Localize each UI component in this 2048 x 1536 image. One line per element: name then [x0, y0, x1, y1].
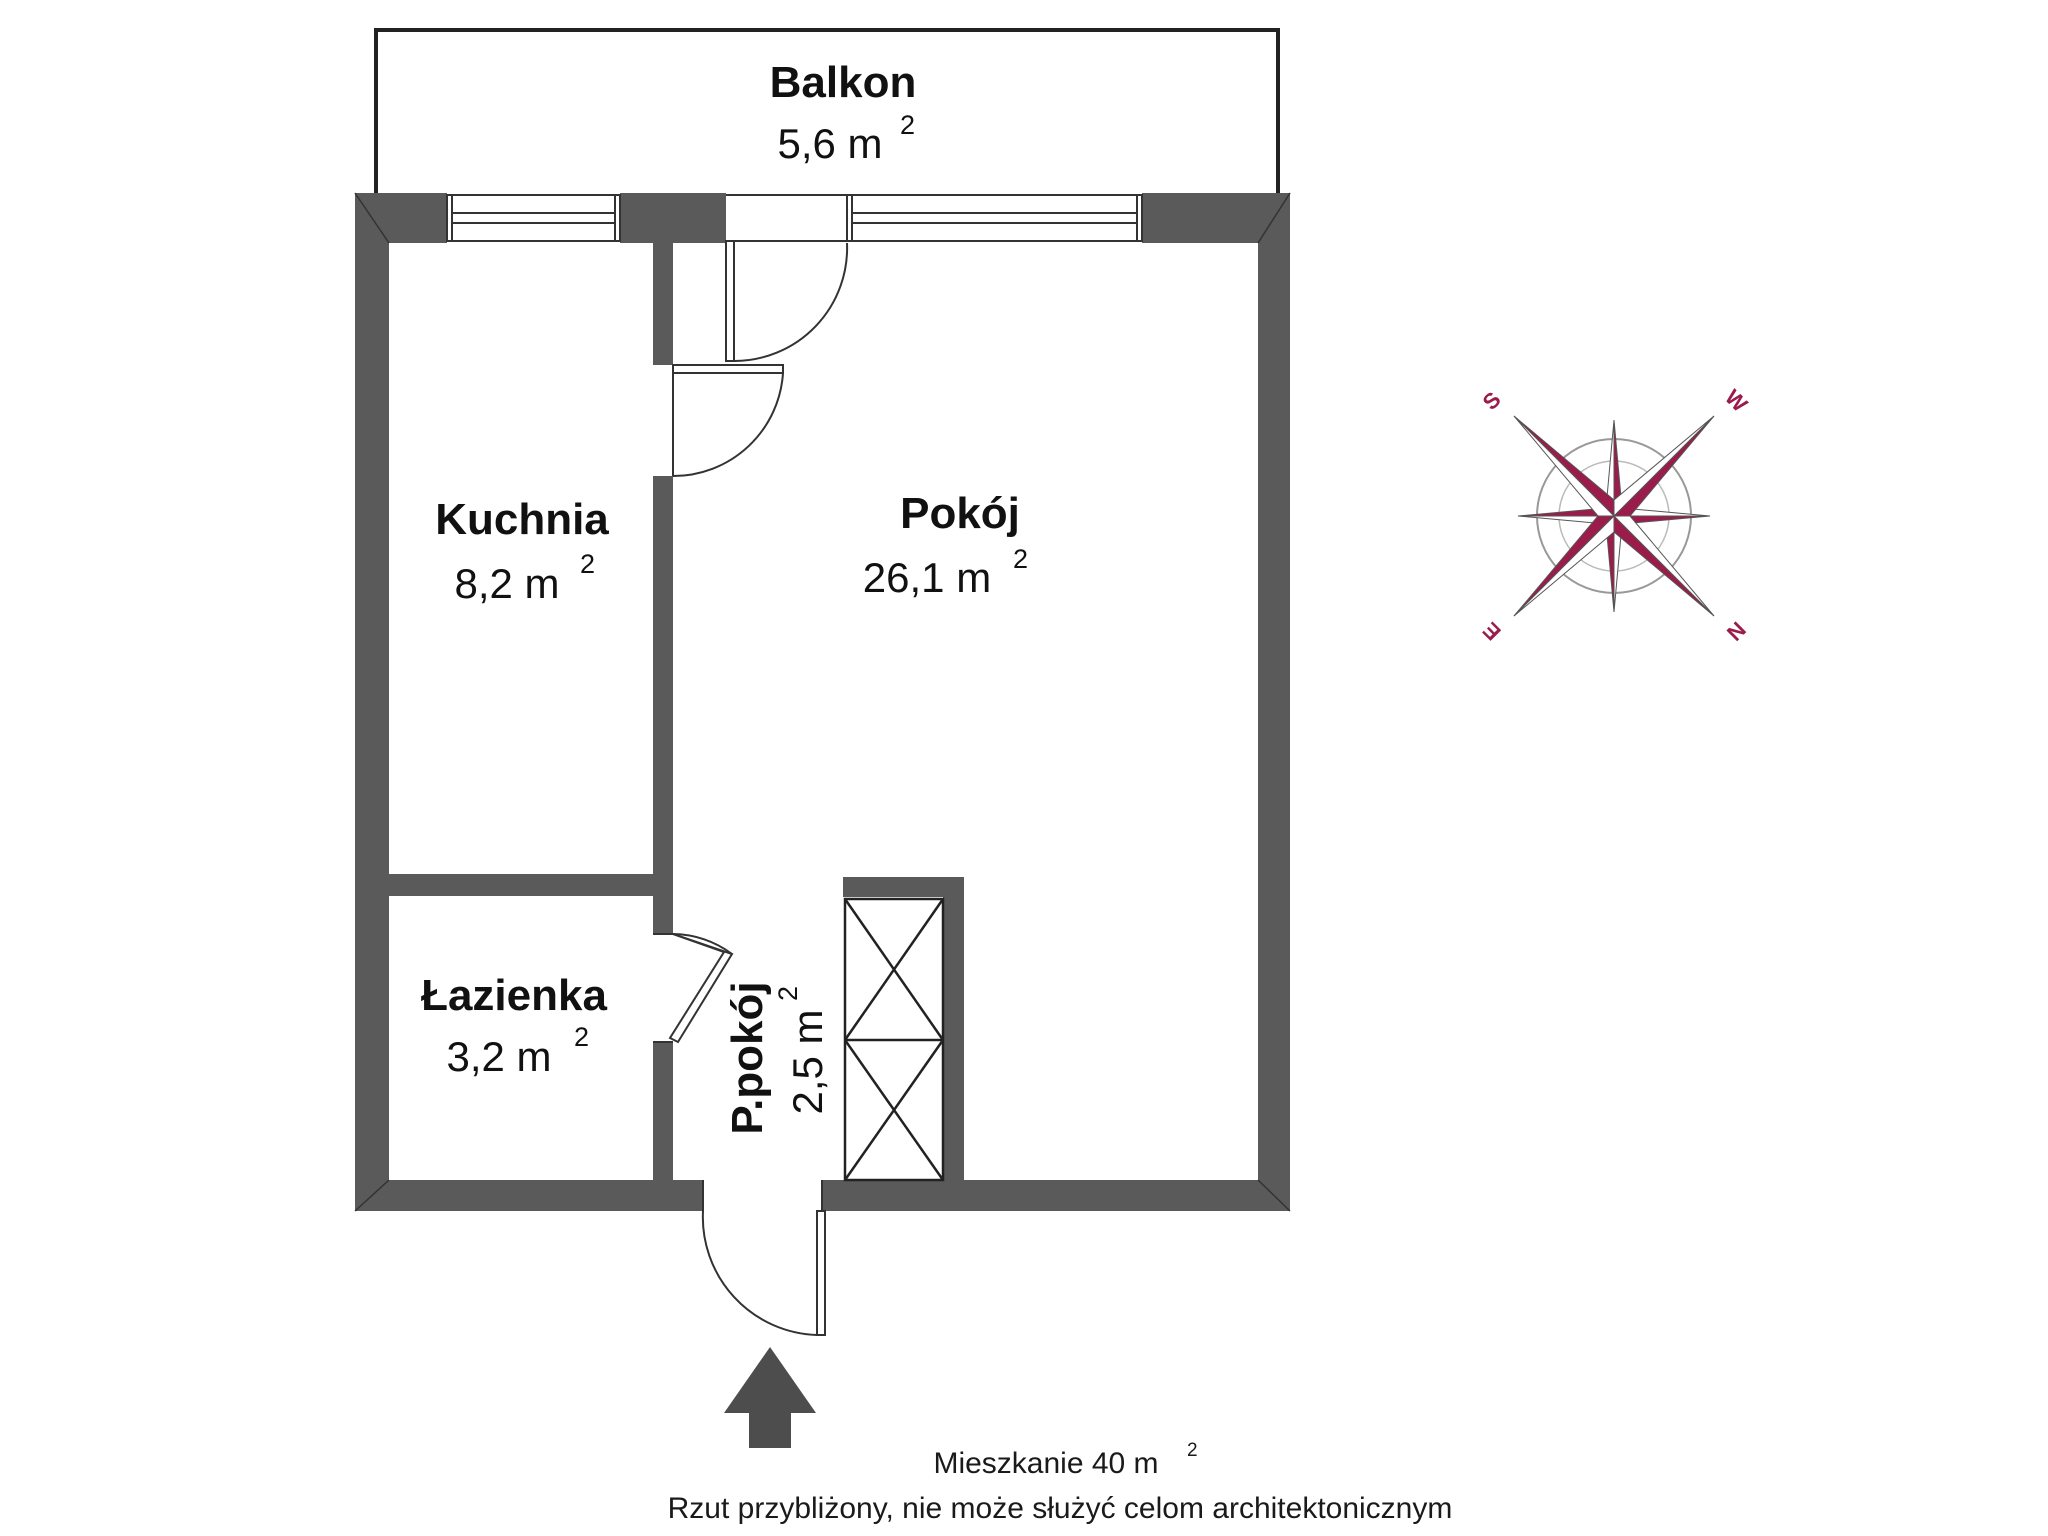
walls	[355, 193, 1290, 1211]
lazienka-area: 3,2 m	[446, 1033, 551, 1080]
compass-label-top-left: S	[1478, 387, 1506, 415]
balkon-name: Balkon	[770, 58, 917, 107]
compass-label-bottom-right: N	[1722, 617, 1751, 646]
caption-total: Mieszkanie 40 m	[933, 1447, 1158, 1480]
kuchnia-name: Kuchnia	[435, 495, 609, 544]
entrance-door	[701, 1180, 826, 1336]
pokoj-name: Pokój	[900, 489, 1020, 538]
przedpokoj-area: 2,5 m	[784, 1009, 831, 1114]
lazienka-name: Łazienka	[421, 971, 607, 1020]
lazienka-area-sup: 2	[574, 1022, 589, 1052]
entrance-arrow-icon	[724, 1347, 816, 1448]
window-kitchen	[446, 194, 621, 242]
compass-label-bottom-left: E	[1478, 617, 1506, 645]
wardrobe-icon	[843, 897, 945, 1182]
przedpokoj-name: P.pokój	[723, 981, 772, 1134]
balkon-area: 5,6 m	[777, 120, 882, 167]
kuchnia-area: 8,2 m	[454, 560, 559, 607]
caption-disclaimer: Rzut przybliżony, nie może służyć celom …	[668, 1492, 1453, 1525]
compass-label-top-right: W	[1720, 385, 1753, 418]
wall-corners	[354, 192, 1291, 1212]
compass-rose-icon: S W E N	[1478, 385, 1753, 646]
balcony-outline	[374, 28, 1280, 200]
pokoj-area-sup: 2	[1013, 544, 1028, 574]
caption-total-sup: 2	[1187, 1440, 1198, 1461]
bathroom-door	[653, 933, 734, 1044]
balcony-door	[725, 194, 849, 363]
kitchen-door	[672, 364, 784, 478]
przedpokoj-area-sup: 2	[773, 986, 803, 1001]
pokoj-area: 26,1 m	[863, 554, 991, 601]
kuchnia-area-sup: 2	[580, 549, 595, 579]
window-living-room	[846, 194, 1143, 242]
balkon-area-sup: 2	[900, 110, 915, 140]
